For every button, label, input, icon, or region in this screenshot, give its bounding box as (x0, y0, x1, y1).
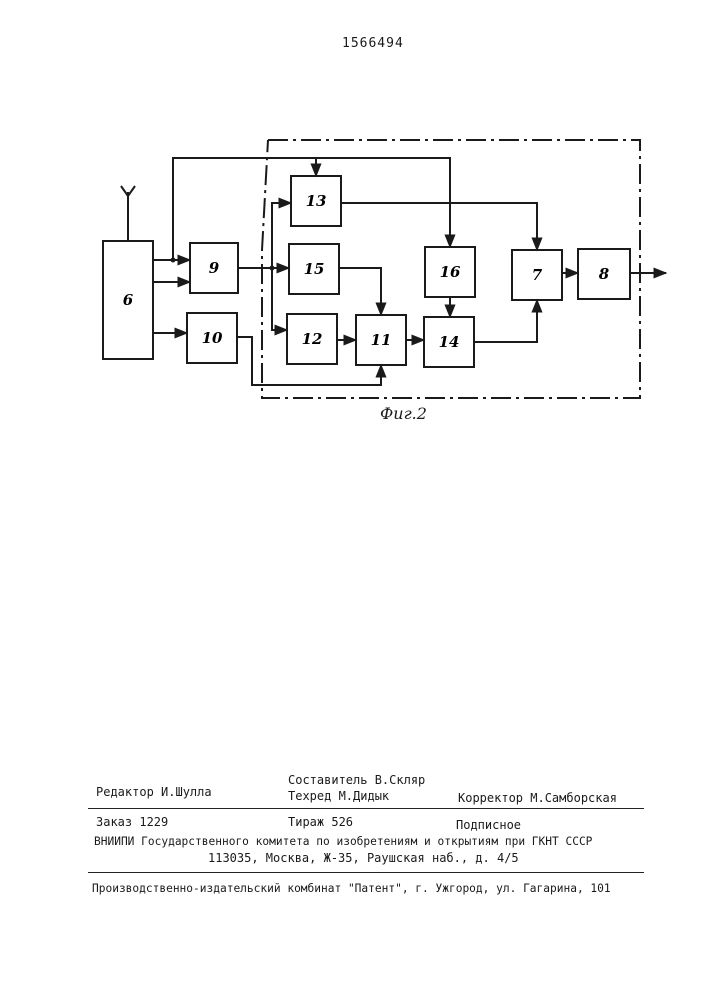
label-block-13: 13 (306, 192, 327, 210)
order: Заказ 1229 (96, 815, 168, 829)
label-block-11: 11 (371, 331, 392, 349)
label-block-6: 6 (123, 291, 134, 309)
junction-dot (171, 258, 176, 263)
figure-caption: Фиг.2 (380, 404, 427, 423)
label-block-16: 16 (440, 263, 461, 281)
label-block-14: 14 (439, 333, 460, 351)
divider-line (88, 872, 644, 873)
label-block-10: 10 (202, 329, 223, 347)
techred: Техред М.Дидык (288, 789, 389, 803)
junction-dot (270, 266, 275, 271)
label-block-8: 8 (599, 265, 610, 283)
editor: Редактор И.Шулла (96, 785, 212, 799)
wire-14-to-7 (474, 300, 537, 342)
wire-9-to-12 (272, 268, 287, 330)
wire-13-to-7 (341, 203, 537, 250)
publisher-line: Производственно-издательский комбинат "П… (92, 882, 611, 895)
divider-line (88, 808, 644, 809)
label-block-9: 9 (209, 259, 220, 277)
subscription: Подписное (456, 818, 521, 832)
org-line: ВНИИПИ Государственного комитета по изоб… (94, 835, 592, 848)
block-diagram: 6 9 10 13 15 12 11 16 14 7 8 (0, 0, 707, 440)
label-block-15: 15 (304, 260, 325, 278)
circulation: Тираж 526 (288, 815, 353, 829)
corrector: Корректор М.Самборская (458, 791, 617, 805)
label-block-7: 7 (532, 266, 543, 284)
antenna (121, 186, 135, 241)
address-line: 113035, Москва, Ж-35, Раушская наб., д. … (208, 851, 519, 865)
label-block-12: 12 (302, 330, 323, 348)
compiler: Составитель В.Скляр (288, 773, 425, 787)
wire-15-to-11 (339, 268, 381, 315)
